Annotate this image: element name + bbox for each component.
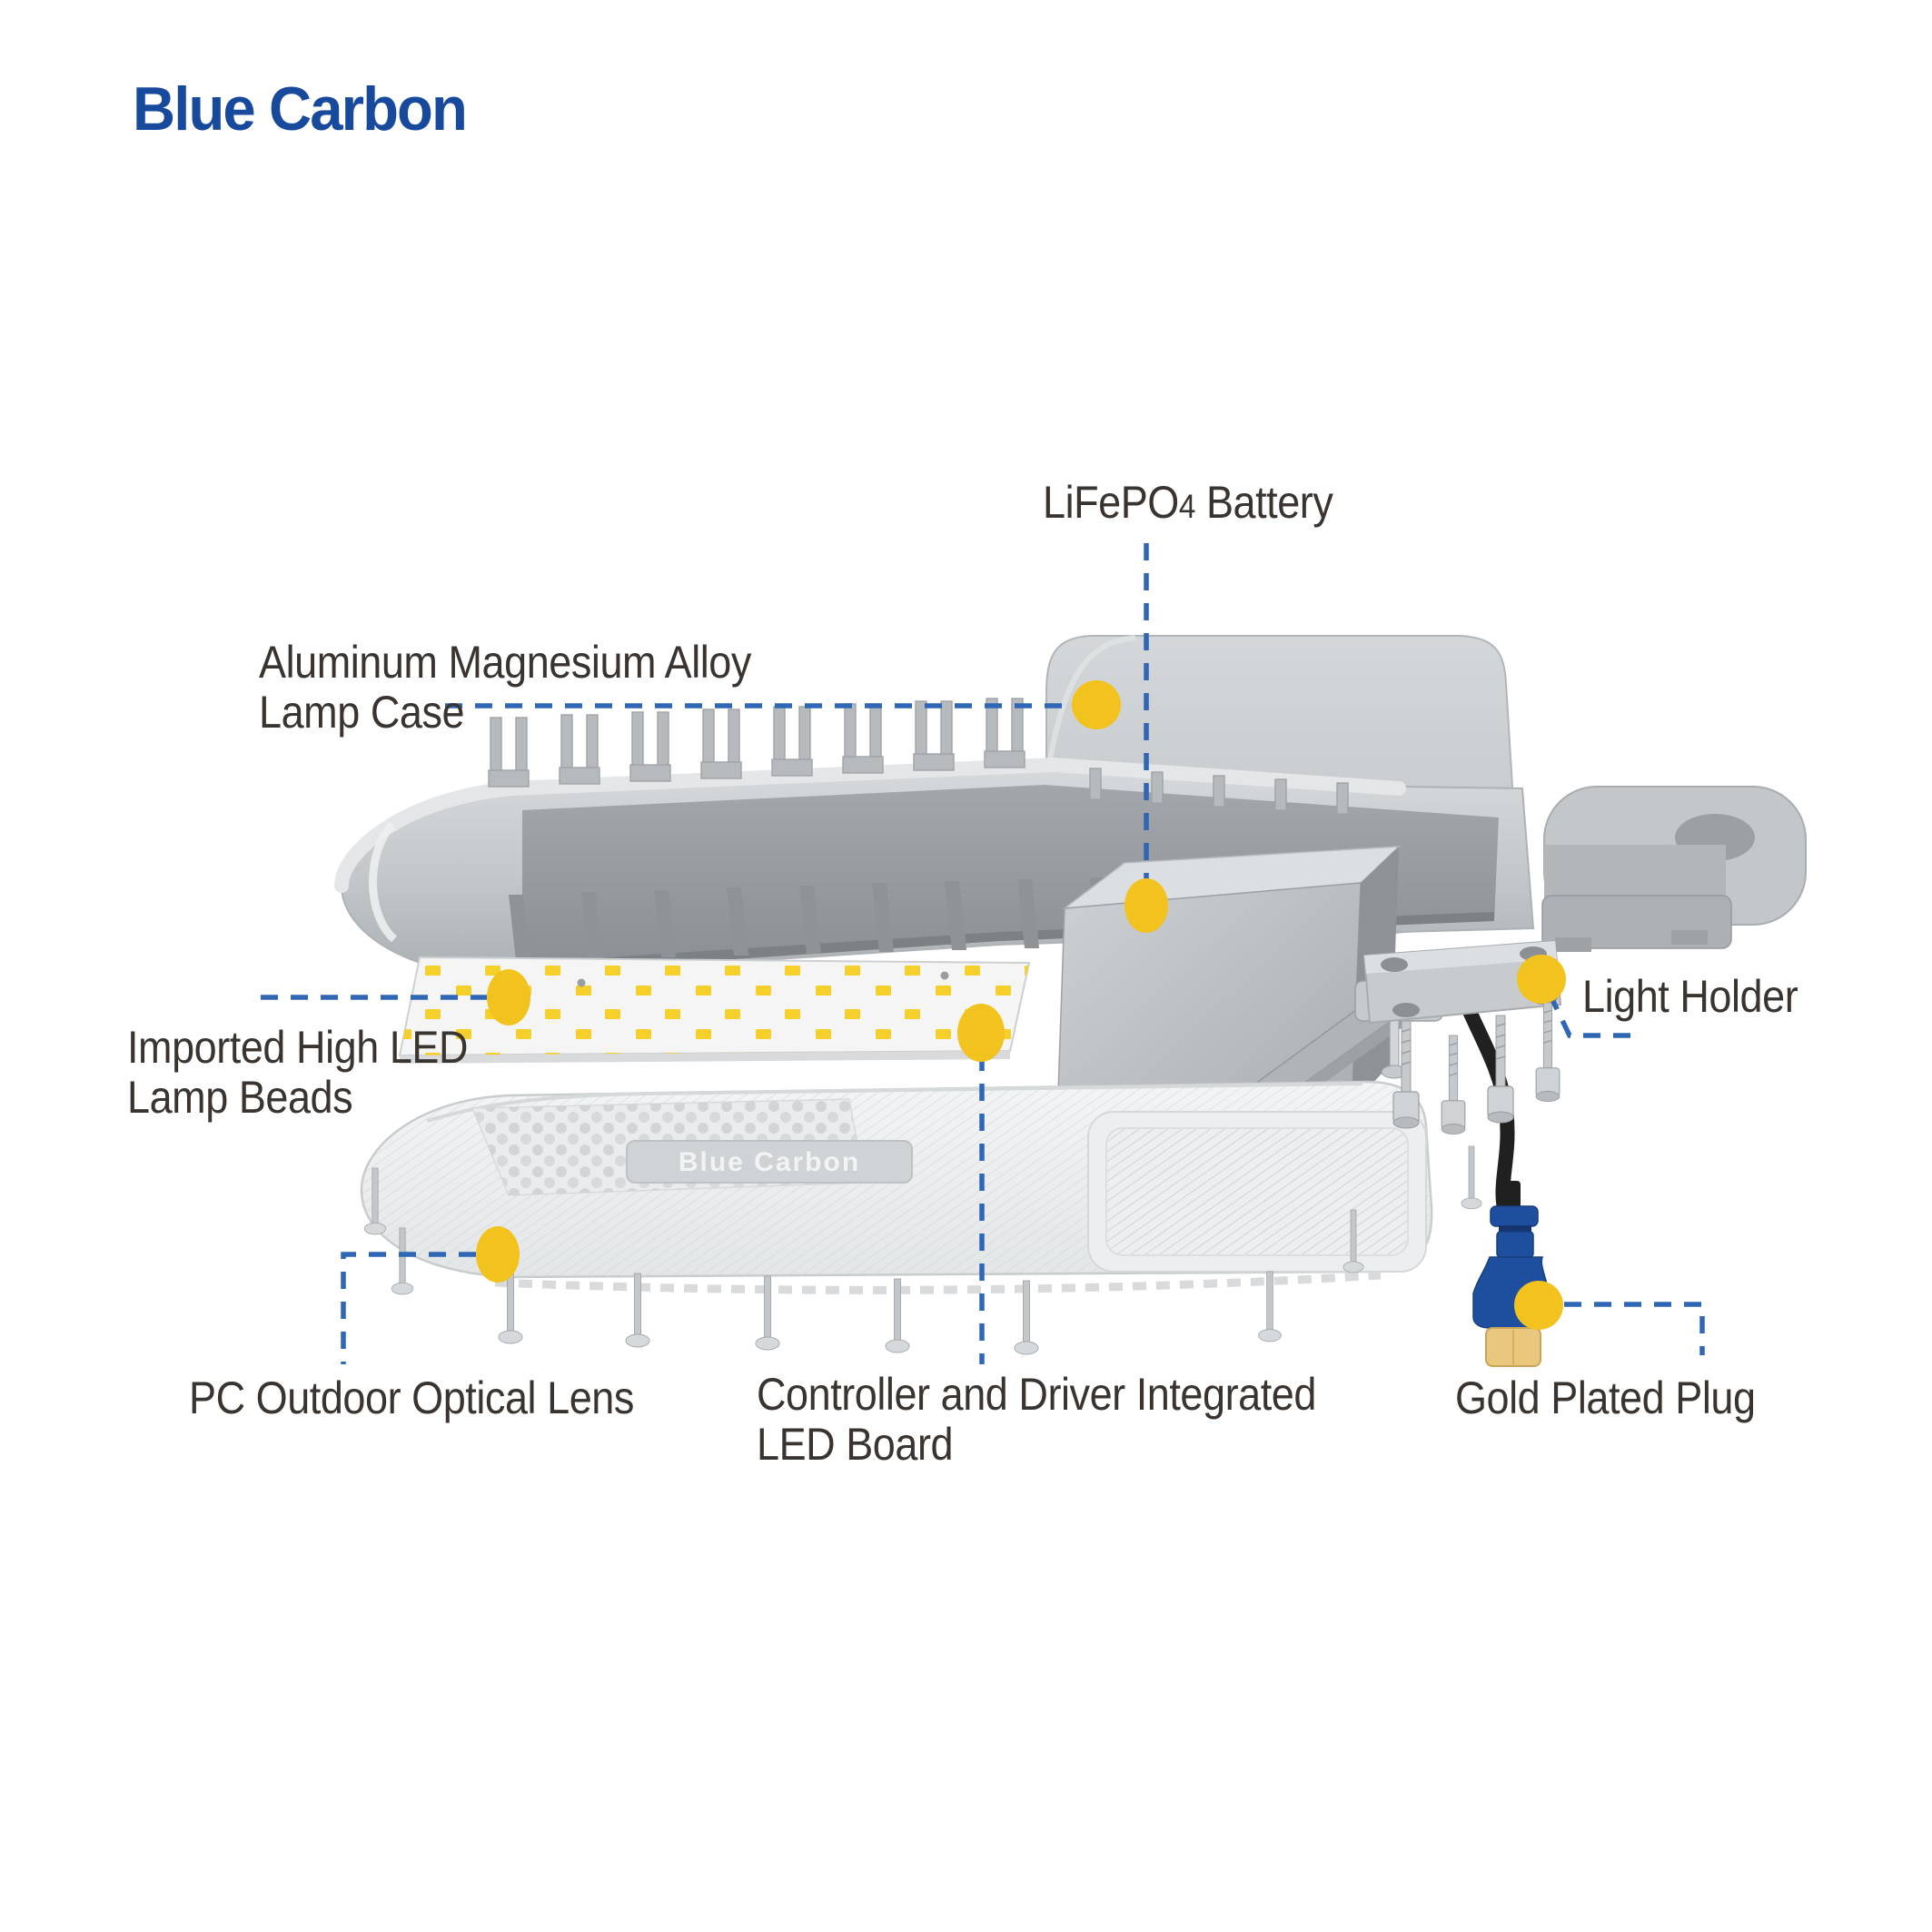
- light-holder: [1362, 939, 1562, 1215]
- marker-light-holder: [1517, 955, 1566, 1004]
- lens-nameplate-text: Blue Carbon: [679, 1147, 860, 1177]
- leader-lines: [261, 543, 1705, 1364]
- label-led-beads: Imported High LED Lamp Beads: [127, 1022, 469, 1123]
- brand-logo: Blue Carbon: [133, 74, 468, 144]
- optical-lens: Blue Carbon: [360, 1080, 1433, 1294]
- label-battery: LiFePO4 Battery: [1043, 477, 1333, 528]
- cooling-fins: [488, 698, 1349, 815]
- marker-plug: [1514, 1281, 1563, 1330]
- case-rim-band: [334, 757, 1406, 893]
- mounting-arm: [1541, 786, 1807, 952]
- marker-lens: [476, 1226, 520, 1283]
- label-led-board: Controller and Driver Integrated LED Boa…: [757, 1369, 1316, 1470]
- inner-fin-row: [509, 877, 1112, 961]
- leader-light-holder: [1547, 992, 1635, 1038]
- led-chip-array: [400, 957, 1029, 1055]
- label-optical-lens: PC Outdoor Optical Lens: [189, 1372, 634, 1423]
- label-light-holder: Light Holder: [1582, 971, 1798, 1022]
- marker-lamp-case: [1072, 680, 1121, 729]
- marker-battery: [1125, 878, 1168, 933]
- marker-led-board: [957, 1004, 1005, 1062]
- marker-led-beads: [487, 969, 530, 1025]
- lens-nameplate: [626, 1140, 913, 1184]
- label-plug: Gold Plated Plug: [1455, 1372, 1756, 1423]
- led-board: [398, 956, 1031, 1064]
- plug-collar: [1490, 1205, 1539, 1227]
- leader-plug: [1564, 1302, 1705, 1355]
- leader-lens: [341, 1252, 476, 1364]
- gold-plug: [1472, 1181, 1554, 1367]
- label-lamp-case: Aluminum Magnesium Alloy Lamp Case: [259, 637, 751, 738]
- point-markers: [476, 680, 1566, 1330]
